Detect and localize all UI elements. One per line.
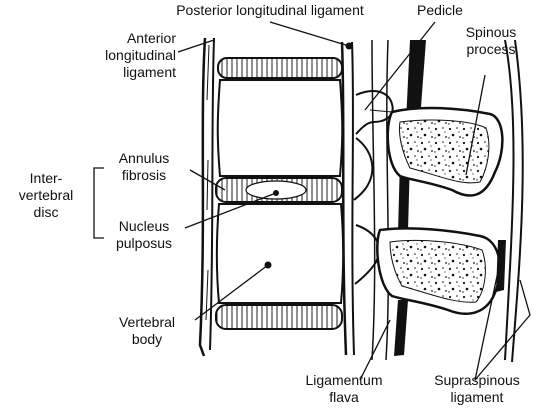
spinous-process-upper — [386, 106, 504, 197]
leader-annulus — [189, 169, 226, 191]
leader-supraspinous — [474, 279, 531, 381]
ligamentum-flava — [371, 39, 426, 361]
vertebral-line-2: body — [131, 331, 163, 347]
leader-vertebral-body — [194, 264, 269, 321]
leader-posterior-ligament — [269, 21, 350, 47]
spinous-process-lower — [376, 227, 502, 315]
vertebral-body-upper — [216, 79, 344, 177]
label-pedicle: Pedicle — [417, 2, 463, 18]
spinous-line-2: process — [466, 41, 516, 57]
label-nucleus-pulposus: Nucleus pulposus — [104, 218, 184, 252]
spinous-line-1: Spinous — [465, 24, 517, 40]
label-anterior-longitudinal-ligament: Anterior longitudinal ligament — [70, 30, 176, 81]
supraspinous-ligament — [496, 39, 524, 363]
leader-nucleus — [184, 192, 277, 229]
intervertebral-disc-middle — [215, 177, 343, 203]
anterior-line-1: Anterior — [126, 30, 176, 46]
supraspinous-line-2: ligament — [450, 389, 504, 405]
inter-line-3: disc — [33, 204, 59, 220]
anterior-longitudinal-ligament — [198, 37, 215, 357]
inter-line-2: vertebral — [18, 187, 74, 203]
label-spinous-process: Spinous process — [456, 24, 526, 58]
flava-line-2: flava — [329, 389, 359, 405]
leader-lines — [93, 21, 531, 381]
annulus-line-2: fibrosis — [121, 167, 167, 183]
nucleus-line-2: pulposus — [115, 235, 173, 251]
label-posterior-longitudinal-ligament: Posterior longitudinal ligament — [176, 2, 364, 18]
inter-line-1: Inter- — [29, 170, 63, 186]
anterior-line-2: longitudinal — [105, 47, 176, 63]
vertebral-line-1: Vertebral — [118, 314, 176, 330]
label-intervertebral-disc: Inter- vertebral disc — [6, 170, 86, 221]
nucleus-line-1: Nucleus — [118, 218, 170, 234]
intervertebral-bracket — [93, 167, 104, 239]
supraspinous-line-1: Supraspinous — [434, 372, 520, 388]
label-annulus-fibrosis: Annulus fibrosis — [104, 150, 184, 184]
leader-anterior-ligament — [177, 39, 215, 53]
label-supraspinous-ligament: Supraspinous ligament — [424, 372, 530, 406]
intervertebral-disc-top — [217, 57, 343, 79]
leader-spinous-process — [465, 74, 486, 176]
posterior-longitudinal-ligament — [340, 41, 355, 356]
vertebral-body-lower — [215, 203, 345, 304]
annulus-line-1: Annulus — [118, 150, 170, 166]
label-vertebral-body: Vertebral body — [102, 314, 192, 348]
leader-ligamentum-flava — [359, 319, 391, 381]
intervertebral-disc-bottom — [215, 304, 343, 330]
label-ligamentum-flava: Ligamentum flava — [296, 372, 392, 406]
anterior-line-3: ligament — [123, 64, 176, 80]
leader-pedicle — [364, 21, 436, 111]
flava-line-1: Ligamentum — [305, 372, 383, 388]
